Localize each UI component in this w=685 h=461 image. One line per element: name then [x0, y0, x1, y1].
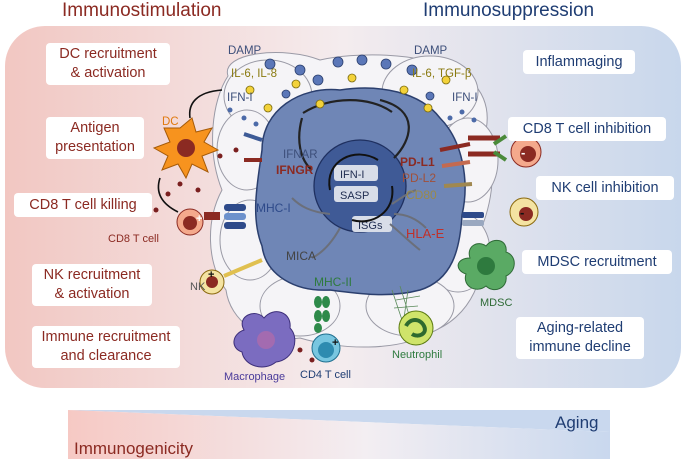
grey-arrows: [291, 189, 427, 259]
cd8-plus: +: [196, 213, 202, 225]
nk-inhibited: [462, 197, 539, 227]
macrophage-nucleus: [257, 331, 275, 349]
right-box-aging-decline-line1: Aging-related: [536, 320, 624, 336]
left-box-clearance-line1: Immune recruitment: [41, 329, 171, 345]
mhc1-receptor: [224, 204, 246, 229]
macrophage-label: Macrophage: [224, 371, 285, 383]
right-box-mdsc-line1: MDSC recruitment: [537, 253, 657, 270]
dc-to-cd8-arrow: [157, 177, 179, 213]
sasp-inner-label: SASP: [340, 190, 369, 202]
sasp-inner-box: [334, 186, 378, 202]
left-box-nk-line2: & activation: [54, 286, 130, 302]
cd8-nucleus: [183, 216, 197, 230]
immunogenicity-triangle: [68, 410, 610, 459]
dc-nucleus: [177, 139, 195, 157]
left-box-nk: NK recruitment & activation: [32, 264, 152, 306]
nk-nucleus: [206, 276, 218, 288]
right-box-aging-decline: Aging-related immune decline: [516, 317, 644, 359]
cytokine-right-label: IL-6, TGF-β: [412, 68, 472, 80]
isgs-inner-box: [352, 216, 392, 232]
mdsc-nucleus: [477, 257, 495, 275]
right-box-aging-decline-line2: immune decline: [529, 339, 631, 355]
mdsc-label: MDSC: [480, 297, 512, 309]
mhc2-label: MHC-II: [314, 275, 352, 289]
ifnar-label: IFNAR: [283, 149, 318, 161]
immunostimulation-header: Immunostimulation: [62, 0, 222, 21]
left-box-dc: DC recruitment & activation: [46, 43, 170, 85]
left-box-cd8-line1: CD8 T cell killing: [29, 196, 137, 213]
hlae-label: HLA-E: [406, 226, 445, 241]
cd80-label: CD80: [406, 188, 437, 202]
right-box-inflammaging-line1: Inflammaging: [535, 53, 623, 70]
dc-arrow: [188, 89, 223, 119]
ifn-right-label: IFN-I: [452, 92, 478, 104]
right-box-cd8-inhibition-line1: CD8 T cell inhibition: [522, 120, 652, 137]
left-box-antigen-line2: presentation: [55, 139, 135, 155]
mica-label: MICA: [286, 249, 316, 263]
neutrophil-label: Neutrophil: [392, 349, 442, 361]
nk-minus: -: [520, 205, 524, 220]
damp-dots: [264, 54, 435, 101]
right-box-nk-inhibition-line1: NK cell inhibition: [551, 179, 659, 196]
pdl2-label: PD-L2: [402, 171, 436, 185]
net-fibers: [391, 285, 421, 321]
immunosuppression-header: Immunosuppression: [423, 0, 595, 21]
signal-arrows: [298, 98, 410, 171]
right-box-mdsc: MDSC recruitment: [522, 250, 672, 274]
cytokine-left-label: IL-6, IL-8: [231, 68, 277, 80]
left-box-cd8: CD8 T cell killing: [14, 193, 152, 217]
ifn-inner-label: IFN-I: [340, 169, 364, 181]
left-box-antigen-line1: Antigen: [70, 120, 120, 136]
immunogenicity-label: Immunogenicity: [74, 439, 194, 458]
left-box-antigen: Antigen presentation: [46, 117, 144, 159]
surface-receptors: [243, 132, 473, 188]
isgs-inner-label: ISGs: [358, 220, 383, 232]
ifngr-label: IFNGR: [276, 163, 314, 177]
mhc2-receptor: [314, 296, 330, 333]
left-box-clearance: Immune recruitment and clearance: [32, 326, 180, 368]
aging-label: Aging: [555, 413, 598, 432]
pdl1-label: PD-L1: [400, 155, 435, 169]
neutrophil-cell: [398, 310, 434, 346]
right-box-cd8-inhibition: CD8 T cell inhibition: [508, 117, 666, 141]
right-box-nk-inhibition: NK cell inhibition: [536, 176, 674, 200]
nucleus-arrows: [328, 153, 394, 223]
cd4-label: CD4 T cell: [300, 369, 351, 381]
cd4-nucleus: [318, 342, 334, 358]
left-box-clearance-line2: and clearance: [60, 348, 152, 364]
cd4-plus: +: [332, 337, 338, 349]
cytokine-dots: [245, 73, 451, 113]
cd8-minus: -: [521, 145, 525, 160]
left-box-nk-line1: NK recruitment: [43, 267, 141, 283]
left-box-dc-line1: DC recruitment: [59, 46, 157, 62]
nk-mica-link: [223, 258, 263, 278]
ifn-left-label: IFN-I: [227, 92, 253, 104]
damp-left-label: DAMP: [228, 45, 262, 57]
ifn-dots: [227, 107, 477, 127]
ifn-inner-box: [334, 165, 378, 181]
cd8-receptor: [204, 212, 220, 220]
right-box-inflammaging: Inflammaging: [523, 50, 635, 74]
dc-label: DC: [162, 116, 179, 128]
nk-label: NK: [190, 281, 206, 293]
mhc1-label: MHC-I: [256, 201, 291, 215]
neutrophil-nucleus: [404, 318, 427, 338]
damp-right-label: DAMP: [414, 45, 448, 57]
left-box-dc-line2: & activation: [70, 65, 146, 81]
nk-plus: +: [208, 269, 214, 281]
cd8-label: CD8 T cell: [108, 233, 159, 245]
